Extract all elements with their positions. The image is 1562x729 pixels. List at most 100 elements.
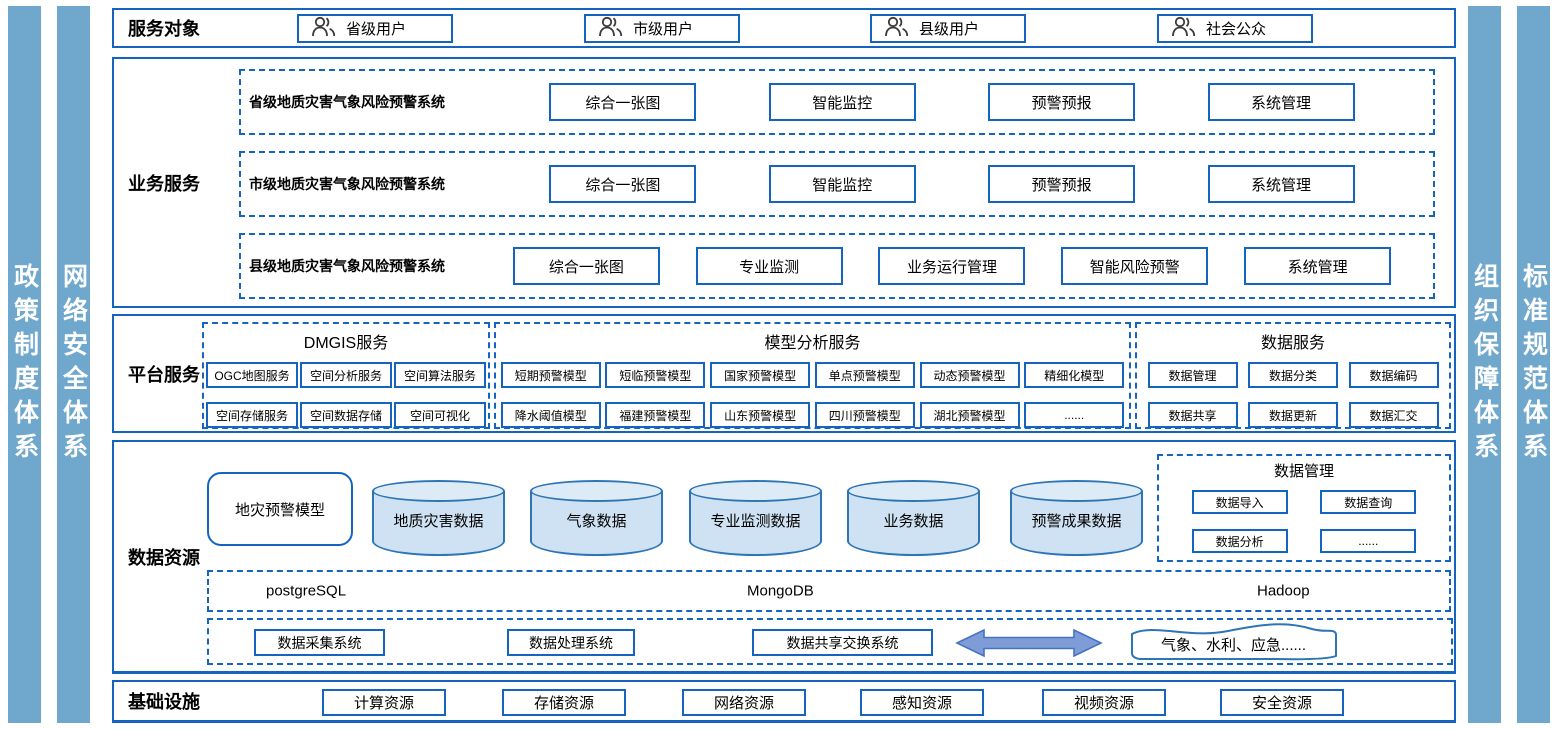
database-box: postgreSQL MongoDB Hadoop — [207, 570, 1451, 612]
group-title: 数据服务 — [1260, 335, 1325, 352]
service-box: 四川预警模型 — [814, 402, 915, 428]
data-management-title: 数据管理 — [1273, 463, 1334, 480]
section-data-resources: 数据资源 地灾预警模型 地质灾害数据 气象数据 专业监测数据 业务数据 预警成果… — [112, 440, 1456, 674]
user-box-public: 社会公众 — [1157, 14, 1313, 43]
service-box: 数据更新 — [1248, 402, 1338, 428]
module-box: 预警预报 — [988, 83, 1136, 121]
service-box: 国家预警模型 — [710, 362, 811, 388]
module-list: 综合一张图 专业监测 业务运行管理 智能风险预警 系统管理 — [477, 247, 1433, 285]
section-title: 基础设施 — [128, 692, 200, 712]
section-service-targets: 服务对象 省级用户 市级用户 县级用户 社会公众 — [112, 8, 1456, 48]
service-box: 数据管理 — [1147, 362, 1238, 388]
group-dmgis: DMGIS服务 OGC地图服务 空间分析服务 空间算法服务 空间存储服务 空间数… — [202, 322, 490, 429]
sidebar-policy-system: 政策制度体系 — [8, 6, 41, 723]
cylinder-top — [1010, 480, 1143, 502]
group-title: 模型分析服务 — [764, 335, 861, 352]
group-model-analysis: 模型分析服务 短期预警模型 短临预警模型 国家预警模型 单点预警模型 动态预警模… — [494, 322, 1131, 429]
service-row: 数据共享 数据更新 数据汇交 — [1137, 402, 1449, 428]
user-label: 省级用户 — [346, 21, 407, 38]
resource-box-storage: 存储资源 — [502, 689, 626, 716]
service-box: 精细化模型 — [1024, 362, 1125, 388]
service-box: OGC地图服务 — [206, 362, 298, 388]
service-box: 数据共享 — [1147, 402, 1238, 428]
external-systems-shape: 气象、水利、应急...... — [1126, 622, 1341, 663]
service-box: 动态预警模型 — [919, 362, 1020, 388]
cylinder-business-data: 业务数据 — [847, 480, 980, 556]
exchange-box: 数据采集系统 数据处理系统 数据共享交换系统 气象、水利、应急...... — [207, 618, 1453, 665]
service-box: 福建预警模型 — [605, 402, 706, 428]
user-icon — [311, 15, 337, 43]
module-box: 智能监控 — [768, 83, 916, 121]
section-title: 业务服务 — [128, 173, 200, 194]
cylinder-weather-data: 气象数据 — [530, 480, 663, 556]
system-name: 省级地质灾害气象风险预警系统 — [249, 94, 445, 110]
db-mongodb-label: MongoDB — [747, 582, 814, 600]
user-icon — [1171, 15, 1197, 43]
dm-item-box: 数据分析 — [1191, 529, 1288, 553]
disaster-warning-model-box: 地灾预警模型 — [207, 472, 353, 546]
process-system-box: 数据处理系统 — [507, 629, 635, 656]
service-box: 空间存储服务 — [206, 402, 298, 428]
service-row: 数据管理 数据分类 数据编码 — [1137, 362, 1449, 388]
double-arrow-icon — [954, 627, 1104, 664]
share-exchange-system-box: 数据共享交换系统 — [752, 629, 933, 656]
group-title: DMGIS服务 — [303, 335, 389, 352]
cylinder-geo-disaster-data: 地质灾害数据 — [372, 480, 505, 556]
section-title: 服务对象 — [128, 19, 200, 39]
cylinder-monitoring-data: 专业监测数据 — [689, 480, 822, 556]
resource-box-sensing: 感知资源 — [860, 689, 984, 716]
resource-box-compute: 计算资源 — [322, 689, 446, 716]
resource-box-network: 网络资源 — [682, 689, 806, 716]
user-label: 县级用户 — [919, 21, 980, 38]
user-box-city: 市级用户 — [584, 14, 740, 43]
service-box: 空间算法服务 — [394, 362, 486, 388]
user-icon — [884, 15, 910, 43]
service-box: 空间数据存储 — [300, 402, 392, 428]
service-box: 短期预警模型 — [500, 362, 601, 388]
user-box-county: 县级用户 — [870, 14, 1026, 43]
data-management-box: 数据管理 数据导入 数据查询 数据分析 ...... — [1157, 454, 1451, 562]
data-management-row: 数据分析 ...... — [1159, 529, 1449, 553]
cylinder-label: 业务数据 — [883, 513, 944, 530]
dm-item-box: ...... — [1320, 529, 1417, 553]
data-management-row: 数据导入 数据查询 — [1159, 490, 1449, 514]
module-box: 业务运行管理 — [878, 247, 1026, 285]
cylinder-warning-result-data: 预警成果数据 — [1010, 480, 1143, 556]
resource-box-video: 视频资源 — [1042, 689, 1166, 716]
external-systems-label: 气象、水利、应急...... — [1160, 637, 1306, 654]
service-box: 降水阈值模型 — [500, 402, 601, 428]
sidebar-standard-specification: 标准规范体系 — [1517, 6, 1550, 723]
dm-item-box: 数据查询 — [1320, 490, 1417, 514]
module-box: 系统管理 — [1207, 165, 1355, 203]
service-box: 空间分析服务 — [300, 362, 392, 388]
service-box: 空间可视化 — [394, 402, 486, 428]
module-box: 综合一张图 — [549, 165, 697, 203]
system-name: 县级地质灾害气象风险预警系统 — [249, 258, 445, 274]
user-icon — [598, 15, 624, 43]
module-box: 系统管理 — [1207, 83, 1355, 121]
cylinder-top — [372, 480, 505, 502]
service-box: 数据汇交 — [1348, 402, 1439, 428]
section-title: 数据资源 — [128, 547, 200, 568]
system-province-row: 省级地质灾害气象风险预警系统 综合一张图 智能监控 预警预报 系统管理 — [239, 69, 1435, 135]
module-list: 综合一张图 智能监控 预警预报 系统管理 — [477, 83, 1433, 121]
service-box: 短临预警模型 — [605, 362, 706, 388]
system-city-row: 市级地质灾害气象风险预警系统 综合一张图 智能监控 预警预报 系统管理 — [239, 151, 1435, 217]
section-business-services: 业务服务 省级地质灾害气象风险预警系统 综合一张图 智能监控 预警预报 系统管理… — [112, 57, 1456, 308]
sidebar-network-security: 网络安全体系 — [57, 6, 90, 723]
cylinder-label: 专业监测数据 — [710, 513, 801, 530]
module-box: 专业监测 — [695, 247, 843, 285]
sidebar-organization-guarantee: 组织保障体系 — [1468, 6, 1501, 723]
service-row: OGC地图服务 空间分析服务 空间算法服务 — [204, 362, 488, 388]
dm-item-box: 数据导入 — [1191, 490, 1288, 514]
service-box: 数据编码 — [1348, 362, 1439, 388]
cylinder-top — [847, 480, 980, 502]
cylinder-label: 预警成果数据 — [1031, 513, 1122, 530]
collect-system-box: 数据采集系统 — [254, 629, 385, 656]
cylinder-label: 地质灾害数据 — [393, 513, 484, 530]
service-box: 单点预警模型 — [814, 362, 915, 388]
module-box: 综合一张图 — [512, 247, 660, 285]
db-postgresql-label: postgreSQL — [266, 582, 347, 600]
user-box-province: 省级用户 — [297, 14, 453, 43]
